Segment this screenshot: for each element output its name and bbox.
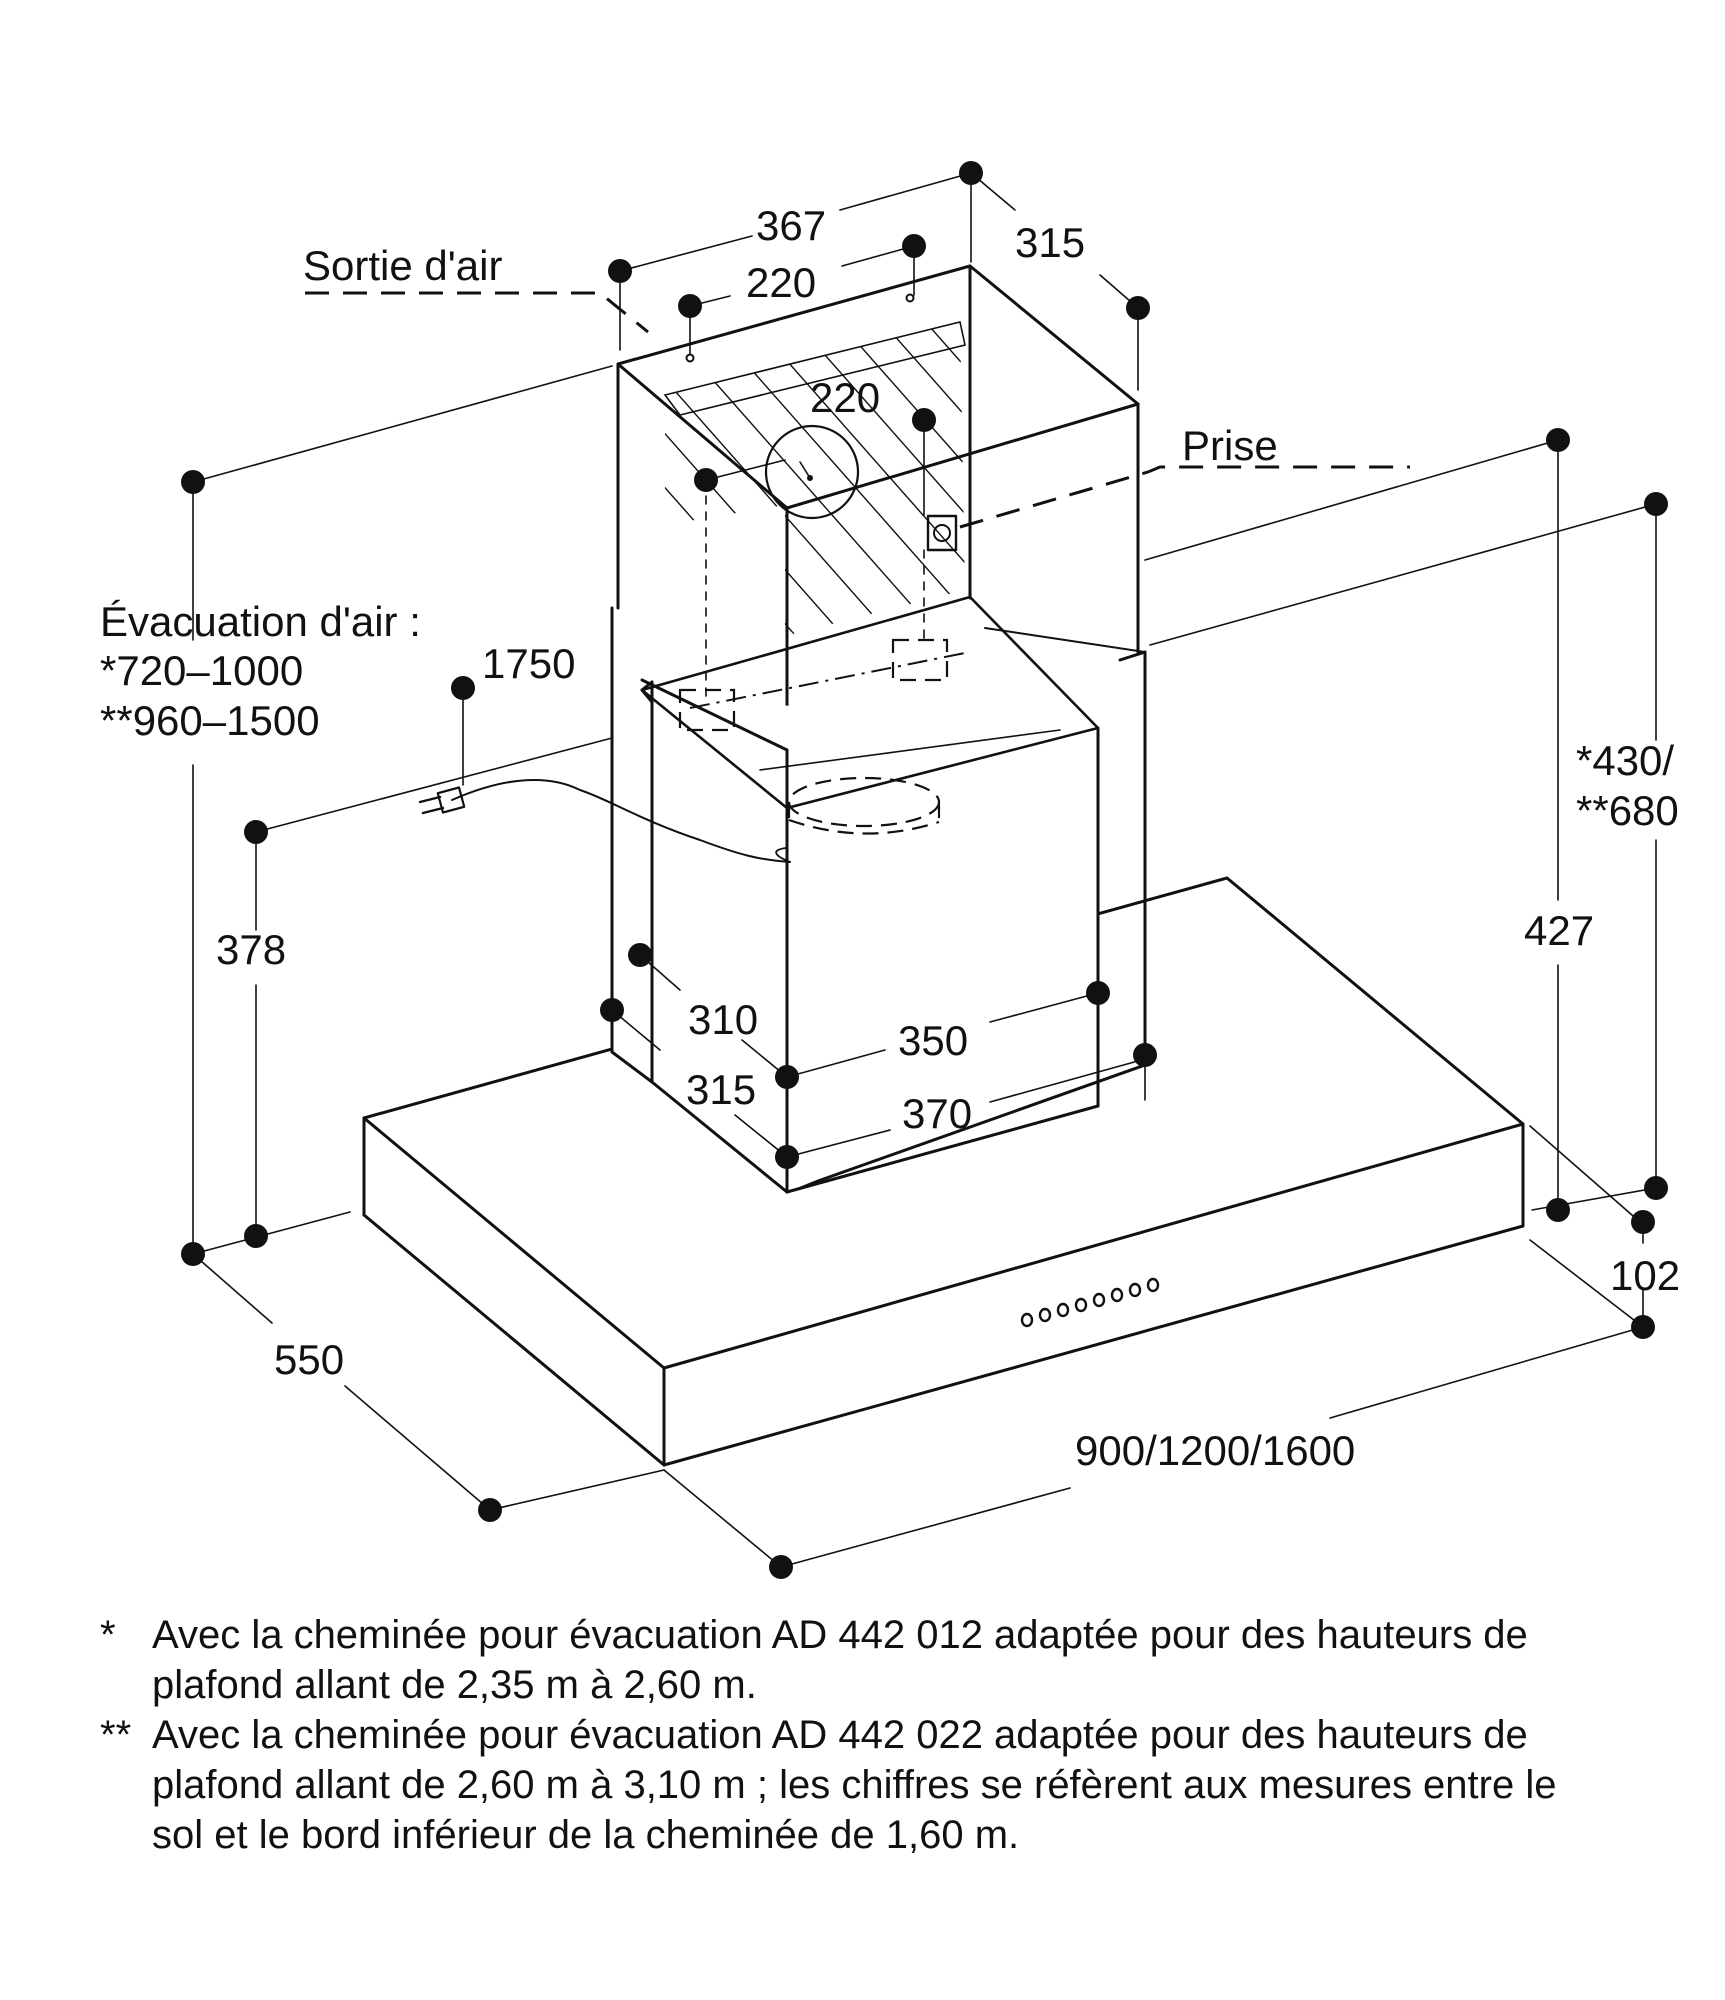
dimension-dots bbox=[181, 161, 1668, 1579]
dim-cable-length: 1750 bbox=[482, 640, 575, 687]
footnote-mark: * bbox=[100, 1613, 116, 1657]
footnotes: * Avec la cheminée pour évacuation AD 44… bbox=[100, 1610, 1600, 1860]
control-buttons bbox=[1020, 1277, 1160, 1328]
dim-top-width: 367 bbox=[756, 202, 826, 249]
footnote-text: Avec la cheminée pour évacuation AD 442 … bbox=[152, 1613, 1528, 1707]
fan-housing bbox=[640, 595, 1100, 1194]
dimension-lines bbox=[192, 172, 1657, 1568]
outlet-label: Sortie d'air bbox=[303, 242, 502, 289]
dim-outlet-offset-2: 220 bbox=[810, 374, 880, 421]
dim-inner-width: 350 bbox=[898, 1017, 968, 1064]
dim-chimney-height-2: **680 bbox=[1576, 787, 1679, 834]
callout-leaders bbox=[305, 291, 1410, 529]
dim-canopy-thickness: 102 bbox=[1610, 1252, 1680, 1299]
upper-chimney bbox=[616, 264, 1140, 752]
dim-outer-width: 370 bbox=[902, 1090, 972, 1137]
exhaust-range-1: *720–1000 bbox=[100, 647, 303, 694]
dim-chimney-height: *430/ bbox=[1576, 737, 1674, 784]
socket-label: Prise bbox=[1182, 422, 1278, 469]
dim-canopy-width: 900/1200/1600 bbox=[1075, 1427, 1355, 1474]
dim-outer-depth: 315 bbox=[686, 1066, 756, 1113]
dim-top-depth: 315 bbox=[1015, 219, 1085, 266]
dim-canopy-depth: 550 bbox=[274, 1336, 344, 1383]
dim-inner-height: 378 bbox=[216, 926, 286, 973]
footnote: ** Avec la cheminée pour évacuation AD 4… bbox=[100, 1710, 1600, 1860]
exhaust-range-2: **960–1500 bbox=[100, 697, 320, 744]
dim-hood-height: 427 bbox=[1524, 907, 1594, 954]
power-cable bbox=[418, 779, 791, 863]
exhaust-title: Évacuation d'air : bbox=[100, 598, 421, 645]
footnote-text: Avec la cheminée pour évacuation AD 442 … bbox=[152, 1713, 1557, 1857]
footnote-mark: ** bbox=[100, 1713, 132, 1757]
dimension-labels: Sortie d'air Prise Évacuation d'air : *7… bbox=[100, 202, 1680, 1474]
dim-outlet-offset: 220 bbox=[746, 259, 816, 306]
footnote: * Avec la cheminée pour évacuation AD 44… bbox=[100, 1610, 1600, 1710]
dim-inner-depth: 310 bbox=[688, 996, 758, 1043]
